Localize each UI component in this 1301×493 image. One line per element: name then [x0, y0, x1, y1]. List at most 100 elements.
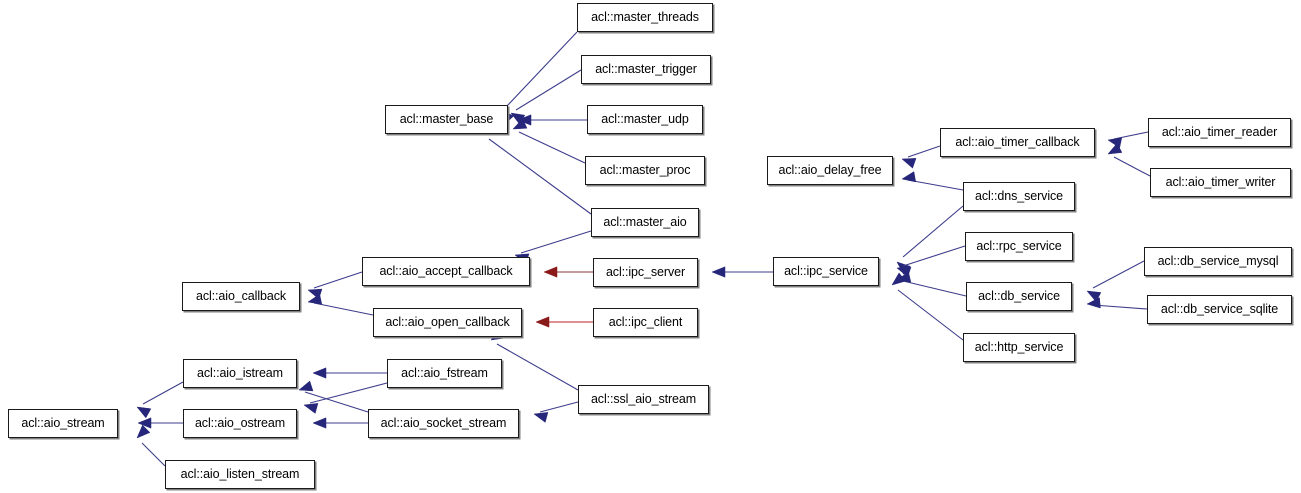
edge-ipc_client-to-open_cb [535, 316, 593, 328]
class-node-label: acl::db_service_sqlite [1160, 302, 1279, 317]
edge-ssl-to-open_callback [490, 328, 579, 391]
class-node-master_udp[interactable]: acl::master_udp [587, 105, 703, 134]
edge-istream-to-aio_stream [136, 381, 184, 419]
edge-socket_stream-to-ostream [312, 417, 368, 429]
edge-line [907, 179, 964, 191]
class-node-label: acl::aio_timer_reader [1161, 125, 1278, 140]
class-node-label: acl::aio_ostream [194, 416, 286, 431]
edge-arrowhead [1086, 297, 1101, 309]
edge-line [520, 230, 592, 254]
class-node-label: acl::master_proc [599, 163, 691, 178]
class-node-dns_service[interactable]: acl::dns_service [963, 182, 1075, 211]
edge-arrowhead [303, 403, 319, 414]
edge-line [313, 271, 363, 289]
edge-arrowhead [901, 171, 917, 183]
class-node-label: acl::aio_timer_writer [1165, 175, 1276, 190]
class-node-label: acl::ipc_service [784, 264, 868, 279]
edge-line [496, 343, 579, 391]
class-node-label: acl::aio_timer_callback [955, 135, 1080, 150]
edge-line [1113, 156, 1151, 177]
class-node-label: acl::master_udp [601, 112, 689, 127]
edge-ipc_server-to-accept_cb [543, 266, 593, 278]
class-node-aio_stream[interactable]: acl::aio_stream [8, 409, 118, 438]
edge-arrowhead [533, 412, 549, 423]
class-node-master_aio[interactable]: acl::master_aio [591, 208, 699, 237]
edge-accept_cb-to-aio_callback [307, 271, 363, 300]
edge-line [141, 442, 166, 467]
edge-db-to-ipc_service [896, 271, 967, 297]
edge-listen_stream-to-aio_stream [136, 424, 166, 467]
class-node-label: acl::rpc_service [976, 239, 1062, 254]
class-node-label: acl::aio_fstream [401, 366, 488, 381]
edge-rpc-to-ipc_service [896, 245, 966, 278]
edge-timer_reader-to-timer_cb [1107, 131, 1149, 149]
edge-line [506, 31, 578, 107]
class-node-master_trigger[interactable]: acl::master_trigger [581, 55, 711, 84]
class-node-db_service_sqlite[interactable]: acl::db_service_sqlite [1147, 295, 1292, 324]
class-node-label: acl::master_trigger [595, 62, 697, 77]
edge-arrowhead [1107, 142, 1123, 155]
class-node-aio_timer_writer[interactable]: acl::aio_timer_writer [1150, 168, 1291, 197]
class-node-master_base[interactable]: acl::master_base [385, 105, 508, 134]
class-node-http_service[interactable]: acl::http_service [963, 333, 1075, 362]
class-node-ipc_client[interactable]: acl::ipc_client [593, 308, 698, 337]
class-node-aio_open_callback[interactable]: acl::aio_open_callback [373, 308, 522, 337]
class-node-label: acl::aio_callback [195, 289, 287, 304]
edge-line [539, 401, 579, 413]
class-node-master_proc[interactable]: acl::master_proc [585, 156, 705, 185]
class-node-aio_timer_callback[interactable]: acl::aio_timer_callback [940, 128, 1095, 157]
class-node-label: acl::aio_istream [197, 366, 283, 381]
edge-timer_cb-to-delay_free [901, 145, 941, 169]
class-node-label: acl::ipc_server [605, 265, 686, 280]
class-node-label: acl::db_service_mysql [1157, 254, 1279, 269]
edge-timer_writer-to-timer_cb [1107, 142, 1151, 177]
edge-arrowhead [312, 417, 327, 429]
edge-arrowhead [543, 266, 558, 278]
class-node-aio_timer_reader[interactable]: acl::aio_timer_reader [1148, 118, 1291, 147]
edge-arrowhead [136, 424, 151, 439]
edge-line [142, 381, 184, 405]
class-node-ipc_server[interactable]: acl::ipc_server [593, 258, 698, 287]
class-node-db_service_mysql[interactable]: acl::db_service_mysql [1144, 247, 1292, 276]
class-node-rpc_service[interactable]: acl::rpc_service [965, 232, 1073, 261]
edge-ipc_service-to-ipc_server [711, 266, 773, 278]
edge-line [1092, 304, 1148, 310]
class-node-aio_fstream[interactable]: acl::aio_fstream [387, 359, 502, 388]
edge-line [309, 382, 388, 404]
edge-open_cb-to-aio_callback [307, 293, 374, 316]
edge-ostream-to-aio_stream [137, 417, 183, 429]
class-node-aio_accept_callback[interactable]: acl::aio_accept_callback [362, 257, 530, 286]
edge-fstream-to-istream [312, 367, 387, 379]
class-node-label: acl::aio_accept_callback [379, 264, 513, 279]
edge-arrowhead [312, 367, 327, 379]
class-node-label: acl::aio_delay_free [778, 163, 882, 178]
edge-arrowhead [535, 316, 550, 328]
class-node-aio_callback[interactable]: acl::aio_callback [182, 282, 300, 311]
edge-master_threads-to-master_base [500, 31, 578, 124]
edge-line [488, 138, 592, 215]
edge-dns-to-delay_free [901, 171, 964, 191]
class-node-db_service[interactable]: acl::db_service [966, 282, 1072, 311]
edge-line [313, 302, 374, 316]
class-node-label: acl::aio_listen_stream [180, 467, 300, 482]
edge-arrowhead [512, 118, 528, 130]
class-node-ssl_aio_stream[interactable]: acl::ssl_aio_stream [578, 385, 709, 414]
edge-line [907, 145, 941, 158]
edge-mysql-to-db_service [1086, 260, 1145, 303]
edge-line [902, 280, 967, 297]
edge-arrowhead [901, 158, 917, 169]
edge-line [515, 69, 582, 111]
class-node-label: acl::master_threads [591, 10, 699, 25]
class-node-master_threads[interactable]: acl::master_threads [577, 3, 713, 32]
class-node-aio_delay_free[interactable]: acl::aio_delay_free [767, 156, 893, 185]
class-node-label: acl::aio_socket_stream [380, 416, 507, 431]
class-node-aio_listen_stream[interactable]: acl::aio_listen_stream [165, 460, 315, 489]
class-node-label: acl::master_base [399, 112, 494, 127]
edge-line [902, 245, 966, 267]
edge-line [897, 289, 964, 341]
class-node-ipc_service[interactable]: acl::ipc_service [773, 257, 879, 286]
class-node-aio_ostream[interactable]: acl::aio_ostream [183, 409, 297, 438]
edge-line [902, 205, 964, 258]
class-node-aio_istream[interactable]: acl::aio_istream [183, 359, 297, 388]
class-node-aio_socket_stream[interactable]: acl::aio_socket_stream [368, 409, 519, 438]
